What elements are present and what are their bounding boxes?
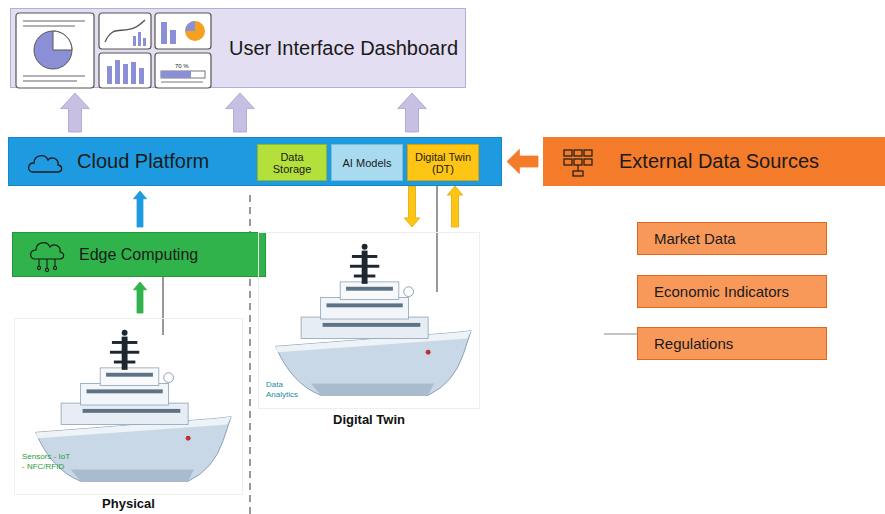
node-label: Data Storage <box>258 151 326 175</box>
node-label: External Data Sources <box>619 150 819 173</box>
node-label: Regulations <box>654 335 733 352</box>
component-box: Edge Computing <box>12 232 266 277</box>
network-icon <box>558 146 598 180</box>
module-box: Data Storage <box>257 144 327 181</box>
flow-arrow <box>507 149 538 173</box>
flow-arrow <box>447 186 462 227</box>
leader-line <box>604 334 637 335</box>
progress-value: 70 % <box>175 63 189 70</box>
node-label: AI Models <box>340 157 395 169</box>
flow-arrow <box>404 186 419 227</box>
node-label: Economic Indicators <box>654 283 789 300</box>
ship-illustration <box>258 232 480 410</box>
cloud-icon <box>25 148 65 178</box>
leader-line <box>163 277 164 335</box>
picture-panel: Data AnalyticsDigital Twin <box>258 232 480 426</box>
leader-line <box>437 186 438 292</box>
node-label: Data Analytics <box>266 380 310 400</box>
component-box: External Data Sources <box>543 137 885 186</box>
component-box: Regulations <box>637 327 827 360</box>
node-heading: Physical <box>14 496 243 511</box>
flow-arrow <box>398 93 427 132</box>
module-box: Digital Twin (DT) <box>407 144 479 181</box>
node-heading: Digital Twin <box>258 412 480 427</box>
node-label: Market Data <box>654 230 736 247</box>
node-label: Edge Computing <box>79 246 198 264</box>
picture-panel: Sensors - IoT - NFC/RFID Physical <box>14 318 243 512</box>
component-box: Market Data <box>637 222 827 255</box>
component-box: Cloud Platform Data Storage AI Models Digit… <box>8 137 502 186</box>
dashboard-icons <box>15 12 215 92</box>
flow-arrow <box>133 282 146 313</box>
component-box: Economic Indicators <box>637 275 827 308</box>
node-label: Digital Twin (DT) <box>408 151 478 175</box>
node-label: Cloud Platform <box>77 150 209 173</box>
flow-arrow <box>226 93 255 132</box>
component-box: User Interface Dashboard <box>10 8 466 88</box>
edge-cloud-icon <box>27 239 67 273</box>
node-label: User Interface Dashboard <box>229 37 458 60</box>
module-box: AI Models <box>331 144 403 181</box>
flow-arrow <box>133 191 146 227</box>
flow-arrow <box>61 93 90 132</box>
node-label: Sensors - IoT - NFC/RFID <box>22 452 72 472</box>
